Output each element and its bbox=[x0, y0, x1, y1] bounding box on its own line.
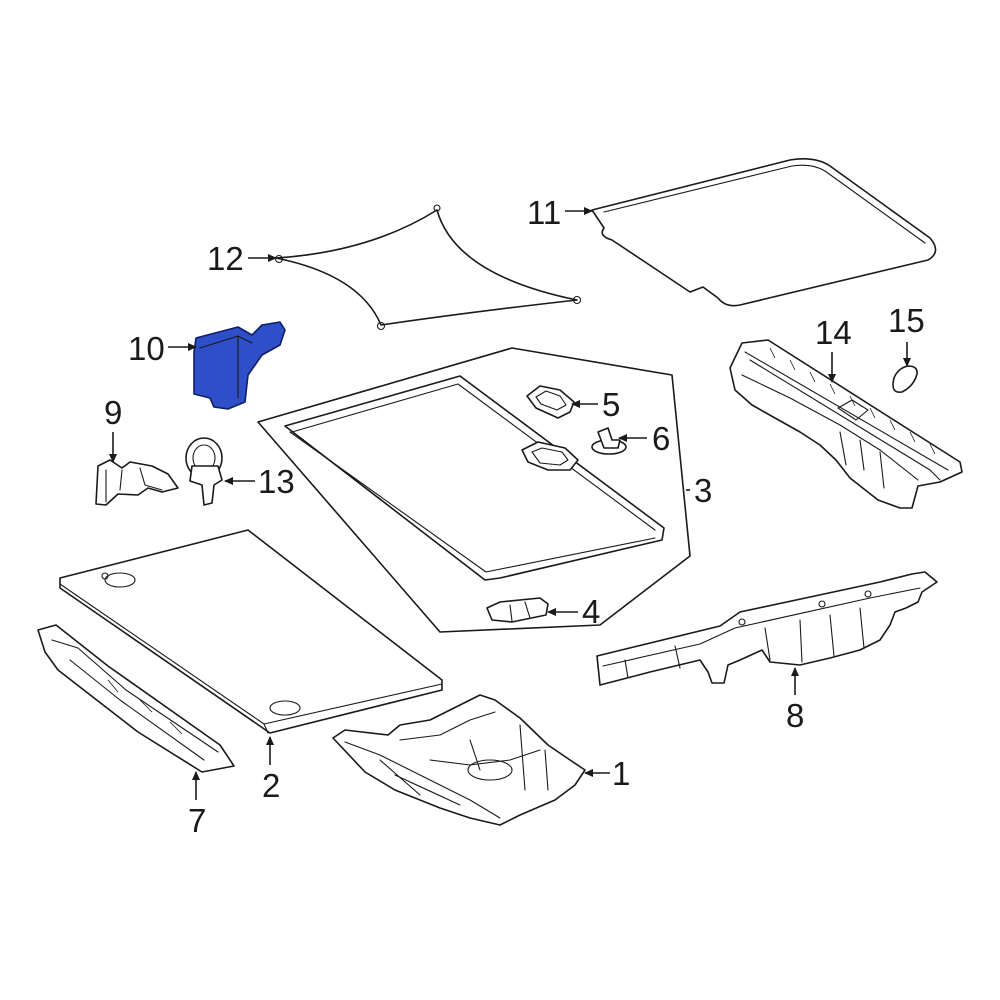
callout-labels: 1 2 3 4 5 6 7 8 9 10 11 12 13 14 15 bbox=[104, 194, 925, 839]
callout-15: 15 bbox=[888, 302, 925, 339]
callout-8: 8 bbox=[786, 697, 804, 734]
part-11-cargo-cover[interactable] bbox=[591, 158, 937, 307]
part-2-floor-board[interactable] bbox=[59, 529, 443, 734]
part-6-hook[interactable] bbox=[591, 427, 627, 455]
callout-6: 6 bbox=[652, 420, 670, 457]
callout-5: 5 bbox=[602, 386, 620, 423]
callout-14: 14 bbox=[815, 314, 852, 351]
part-3-load-floor-assembly[interactable] bbox=[257, 347, 691, 633]
leader-lines bbox=[109, 207, 911, 800]
callout-4: 4 bbox=[582, 593, 600, 630]
part-9-clip-bracket[interactable] bbox=[95, 459, 179, 506]
callout-12: 12 bbox=[207, 240, 244, 277]
part-1-storage-tray[interactable] bbox=[332, 694, 586, 826]
part-13-tie-down-hook[interactable] bbox=[185, 437, 223, 506]
part-8-cross-member[interactable] bbox=[596, 571, 938, 686]
part-7-sill-trim[interactable] bbox=[37, 624, 235, 773]
part-10-face bbox=[199, 335, 253, 399]
part-5-handle[interactable] bbox=[521, 385, 579, 471]
callout-7: 7 bbox=[188, 802, 206, 839]
callout-13: 13 bbox=[258, 463, 295, 500]
callout-1: 1 bbox=[612, 755, 630, 792]
part-4-clip[interactable] bbox=[486, 597, 549, 623]
callout-9: 9 bbox=[104, 394, 122, 431]
part-10-side-bracket-highlighted[interactable] bbox=[193, 321, 286, 410]
callout-10: 10 bbox=[128, 330, 165, 367]
part-14-rear-panel-trim[interactable] bbox=[729, 339, 963, 509]
part-10-body bbox=[193, 321, 286, 410]
callout-2: 2 bbox=[262, 767, 280, 804]
part-15-cap[interactable] bbox=[892, 365, 918, 394]
callout-3: 3 bbox=[694, 472, 712, 509]
callout-11: 11 bbox=[527, 194, 561, 231]
